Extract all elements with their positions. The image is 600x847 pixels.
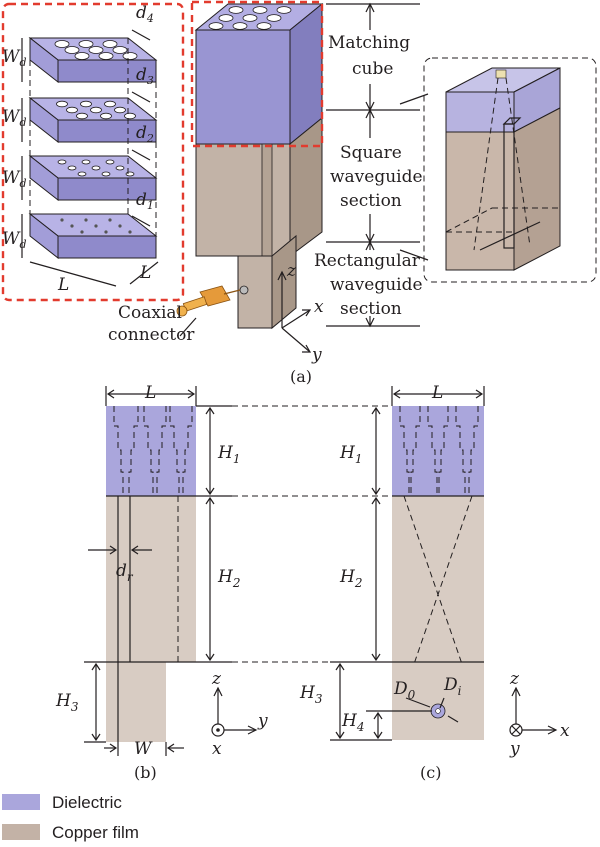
wd-label-1: Wd (2, 47, 27, 69)
d2-label: d2 (136, 123, 154, 145)
axis-y-3d: y (311, 345, 322, 365)
c-h4-label: H4 (341, 711, 364, 734)
c-axis-z: z (509, 669, 520, 689)
axes-3d (277, 270, 312, 353)
cube-highlight-frame (190, 0, 324, 148)
bc-connectors (232, 405, 392, 663)
square-section-label-1: Square (340, 143, 402, 163)
rect-section-label-1: Rectangular (314, 251, 421, 271)
axis-x-3d: x (314, 297, 324, 317)
c-l-label: L (431, 383, 443, 403)
rect-section-label-3: section (340, 299, 402, 319)
layer-3 (28, 96, 158, 144)
exploded-layers-frame (1, 2, 185, 302)
antenna-3d: z x y Coaxial connector (108, 0, 324, 365)
b-w-label: W (134, 739, 153, 759)
coax-connector-shape (176, 285, 241, 317)
axis-z-3d: z (286, 261, 297, 281)
legend: Dielectric Copper film (2, 793, 139, 842)
d3-label: d3 (136, 65, 154, 87)
legend-swatch-copper (2, 824, 40, 840)
b-dr-label: dr (116, 561, 134, 584)
c-h2-label: H2 (339, 567, 362, 590)
layer-2 (28, 154, 158, 202)
b-axis-y: y (257, 711, 268, 731)
caption-c: (c) (420, 763, 441, 782)
coax-label-line1: Coaxial (118, 303, 182, 323)
transparent-inset (423, 57, 597, 283)
c-axis-y: y (509, 739, 520, 759)
matching-cube-label-2: cube (352, 59, 393, 79)
legend-label-dielectric: Dielectric (52, 793, 122, 812)
legend-label-copper: Copper film (52, 823, 139, 842)
c-h3-label: H3 (299, 683, 323, 706)
d1-label: d1 (136, 190, 154, 212)
b-axis-x: x (212, 739, 222, 759)
b-h3-label: H3 (55, 691, 79, 714)
caption-a: (a) (290, 367, 312, 386)
c-di-label: Di (443, 675, 462, 698)
coax-label-line2: connector (108, 325, 195, 345)
stepped-channels-b (113, 406, 193, 662)
section-brackets: Matching cube Square waveguide section R… (314, 2, 429, 328)
panel-c: L H1 H2 H3 H4 D0 Di z x y (c) (299, 383, 570, 782)
rect-section-label-2: waveguide (330, 275, 423, 295)
b-h1-label: H1 (217, 443, 240, 466)
b-l-label: L (144, 383, 156, 403)
wd-label-3: Wd (2, 168, 27, 190)
layer-4 (28, 36, 158, 84)
c-d0-label: D0 (393, 679, 416, 702)
d4-label: d4 (136, 3, 154, 25)
b-h2-label: H2 (217, 567, 240, 590)
matching-cube-label-1: Matching (328, 33, 410, 53)
square-section-label-3: section (340, 191, 402, 211)
cube-l-label-side: L (139, 263, 151, 283)
wd-label-2: Wd (2, 107, 27, 129)
panel-b: L H1 H2 dr H3 W z y x (b) (55, 383, 268, 782)
cube-l-label-front: L (57, 275, 69, 295)
layer-1 (28, 212, 158, 260)
square-section-label-2: waveguide (330, 167, 423, 187)
c-axis-x: x (560, 721, 570, 741)
legend-swatch-dielectric (2, 794, 40, 810)
caption-b: (b) (134, 763, 157, 782)
c-h1-label: H1 (339, 443, 362, 466)
b-axis-z: z (211, 669, 222, 689)
wd-label-4: Wd (2, 229, 27, 251)
exploded-layers: Wd Wd Wd Wd d4 d3 d2 d1 L L (1, 2, 185, 302)
